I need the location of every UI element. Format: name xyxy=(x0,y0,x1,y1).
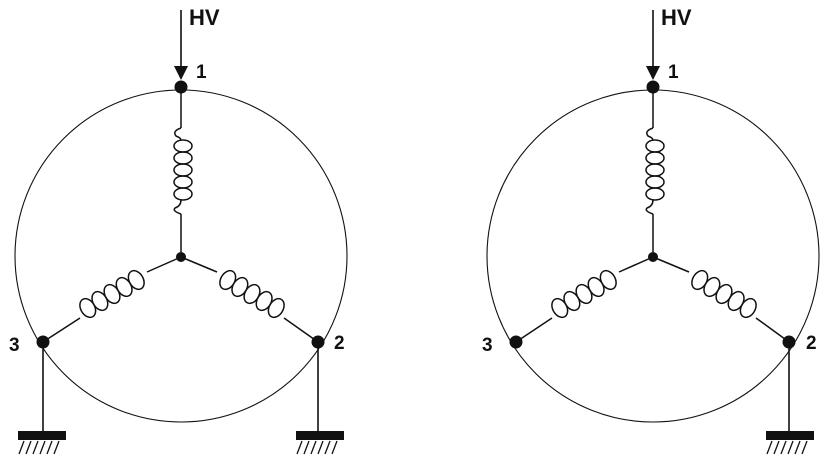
hv-label: HV xyxy=(189,5,220,30)
terminal-3-label: 3 xyxy=(9,335,20,356)
ground-symbol-terminal-3 xyxy=(18,342,66,455)
hv-feed-arrow xyxy=(174,10,188,80)
winding-phase-3-coil xyxy=(515,256,654,343)
ground-symbol-terminal-2 xyxy=(766,342,814,455)
winding-phase-3-coil xyxy=(42,256,182,343)
winding-phase-1-coil xyxy=(645,93,665,252)
winding-phase-1-coil xyxy=(173,93,193,252)
winding-phase-2-coil xyxy=(652,256,790,343)
terminal-3-label: 3 xyxy=(482,335,493,356)
terminal-1-node xyxy=(646,80,660,94)
ground-symbol-terminal-2 xyxy=(296,342,344,455)
winding-phase-2-coil xyxy=(180,256,319,343)
winding-diagram-right: HV 1 2 3 xyxy=(482,5,820,455)
hv-label: HV xyxy=(661,5,692,30)
hv-feed-arrow xyxy=(646,10,660,80)
terminal-1-node xyxy=(174,80,188,94)
terminal-1-label: 1 xyxy=(196,62,207,83)
terminal-1-label: 1 xyxy=(668,62,679,83)
terminal-2-label: 2 xyxy=(334,333,345,354)
winding-diagram-left: HV 1 2 3 xyxy=(9,5,348,455)
terminal-2-label: 2 xyxy=(806,333,817,354)
